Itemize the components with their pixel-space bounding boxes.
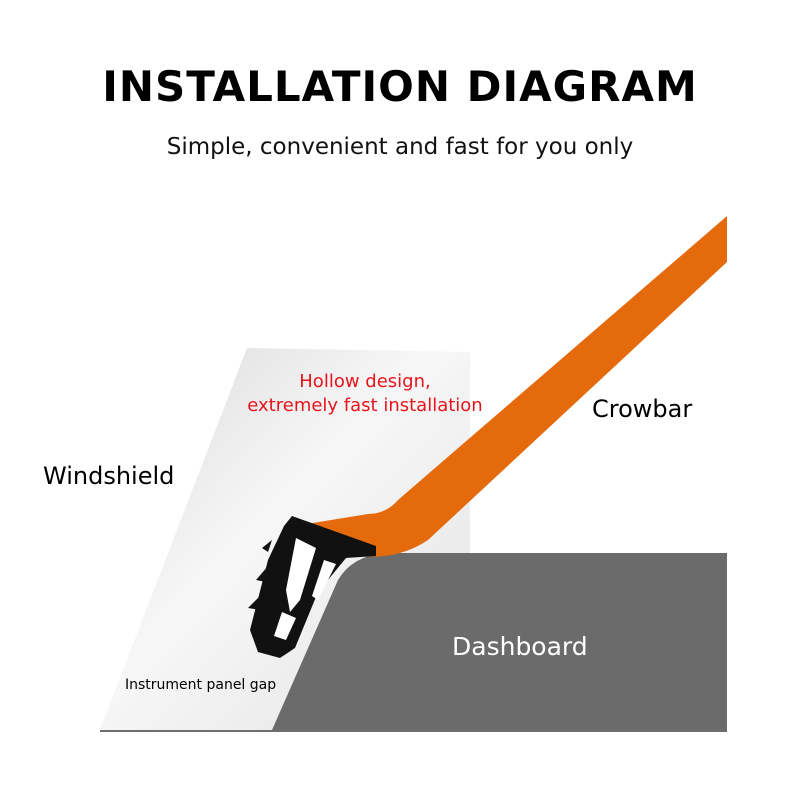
crowbar-bar xyxy=(294,216,727,557)
crowbar-label: Crowbar xyxy=(592,395,693,423)
page-subtitle: Simple, convenient and fast for you only xyxy=(166,134,634,160)
hollow-callout-line-2: extremely fast installation xyxy=(247,395,483,416)
instrument-panel-gap-label: Instrument panel gap xyxy=(125,677,277,693)
windshield-label: Windshield xyxy=(43,462,175,490)
hollow-callout-line-1: Hollow design, xyxy=(299,371,431,392)
rubber-seal xyxy=(248,516,376,658)
page-title: INSTALLATION DIAGRAM xyxy=(102,62,698,111)
dashboard-shape xyxy=(272,553,727,730)
dashboard-label: Dashboard xyxy=(452,632,588,661)
hollow-design-callout: Hollow design, extremely fast installati… xyxy=(220,370,510,418)
